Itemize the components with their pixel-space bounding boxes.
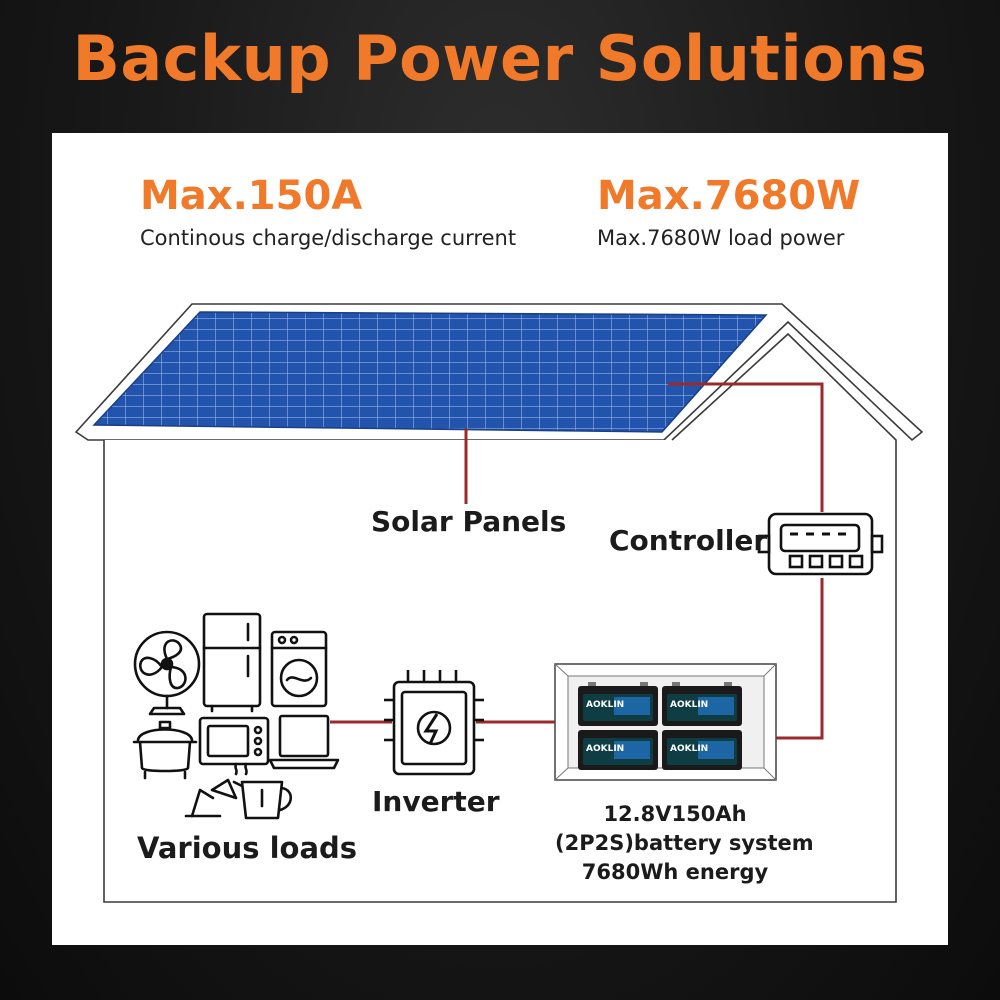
- wire-panel-controller: [668, 382, 824, 512]
- battery-unit: AOKLIN: [662, 682, 742, 726]
- battery-brand: AOKLIN: [670, 700, 708, 710]
- fan-icon: [133, 630, 201, 716]
- battery-unit: AOKLIN: [578, 730, 658, 770]
- page-title: Backup Power Solutions: [72, 22, 928, 95]
- rice-cooker-icon: [132, 720, 198, 780]
- desk-lamp-icon: [184, 778, 238, 818]
- battery-brand: AOKLIN: [670, 744, 708, 754]
- battery-spec: 12.8V150Ah (2P2S)battery system 7680Wh e…: [555, 800, 814, 887]
- spec-power: Max.7680W Max.7680W load power: [597, 176, 860, 249]
- solar-panels-label: Solar Panels: [371, 505, 567, 538]
- laptop-icon: [268, 714, 340, 770]
- fridge-icon: [202, 612, 262, 713]
- battery-spec-line1: 12.8V150Ah: [603, 802, 747, 826]
- battery-brand: AOKLIN: [586, 700, 624, 710]
- battery-pack-icon: AOKLIN AOKLIN AOKLIN AOKLIN: [578, 682, 742, 770]
- battery-unit: AOKLIN: [662, 730, 742, 770]
- spec-current-caption: Continous charge/discharge current: [140, 226, 517, 250]
- various-loads-label: Various loads: [137, 831, 358, 865]
- inverter-label: Inverter: [372, 785, 500, 818]
- microwave-icon: [198, 716, 270, 766]
- wiring: [330, 382, 824, 740]
- washing-machine-icon: [270, 630, 328, 708]
- spec-power-caption: Max.7680W load power: [597, 226, 845, 250]
- battery-spec-line3: 7680Wh energy: [581, 860, 769, 884]
- battery-spec-line2: (2P2S)battery system: [555, 831, 814, 855]
- wire-controller-battery: [774, 578, 824, 740]
- spec-current-value: Max.150A: [140, 173, 363, 219]
- inverter-icon: [384, 670, 484, 776]
- kettle-icon: [232, 762, 293, 820]
- battery-brand: AOKLIN: [586, 744, 624, 754]
- controller-label: Controller: [609, 524, 768, 557]
- solar-panels-icon: [92, 311, 768, 433]
- spec-power-value: Max.7680W: [597, 173, 861, 219]
- controller-icon: [757, 512, 884, 576]
- battery-unit: AOKLIN: [578, 682, 658, 726]
- spec-current: Max.150A Continous charge/discharge curr…: [140, 176, 516, 249]
